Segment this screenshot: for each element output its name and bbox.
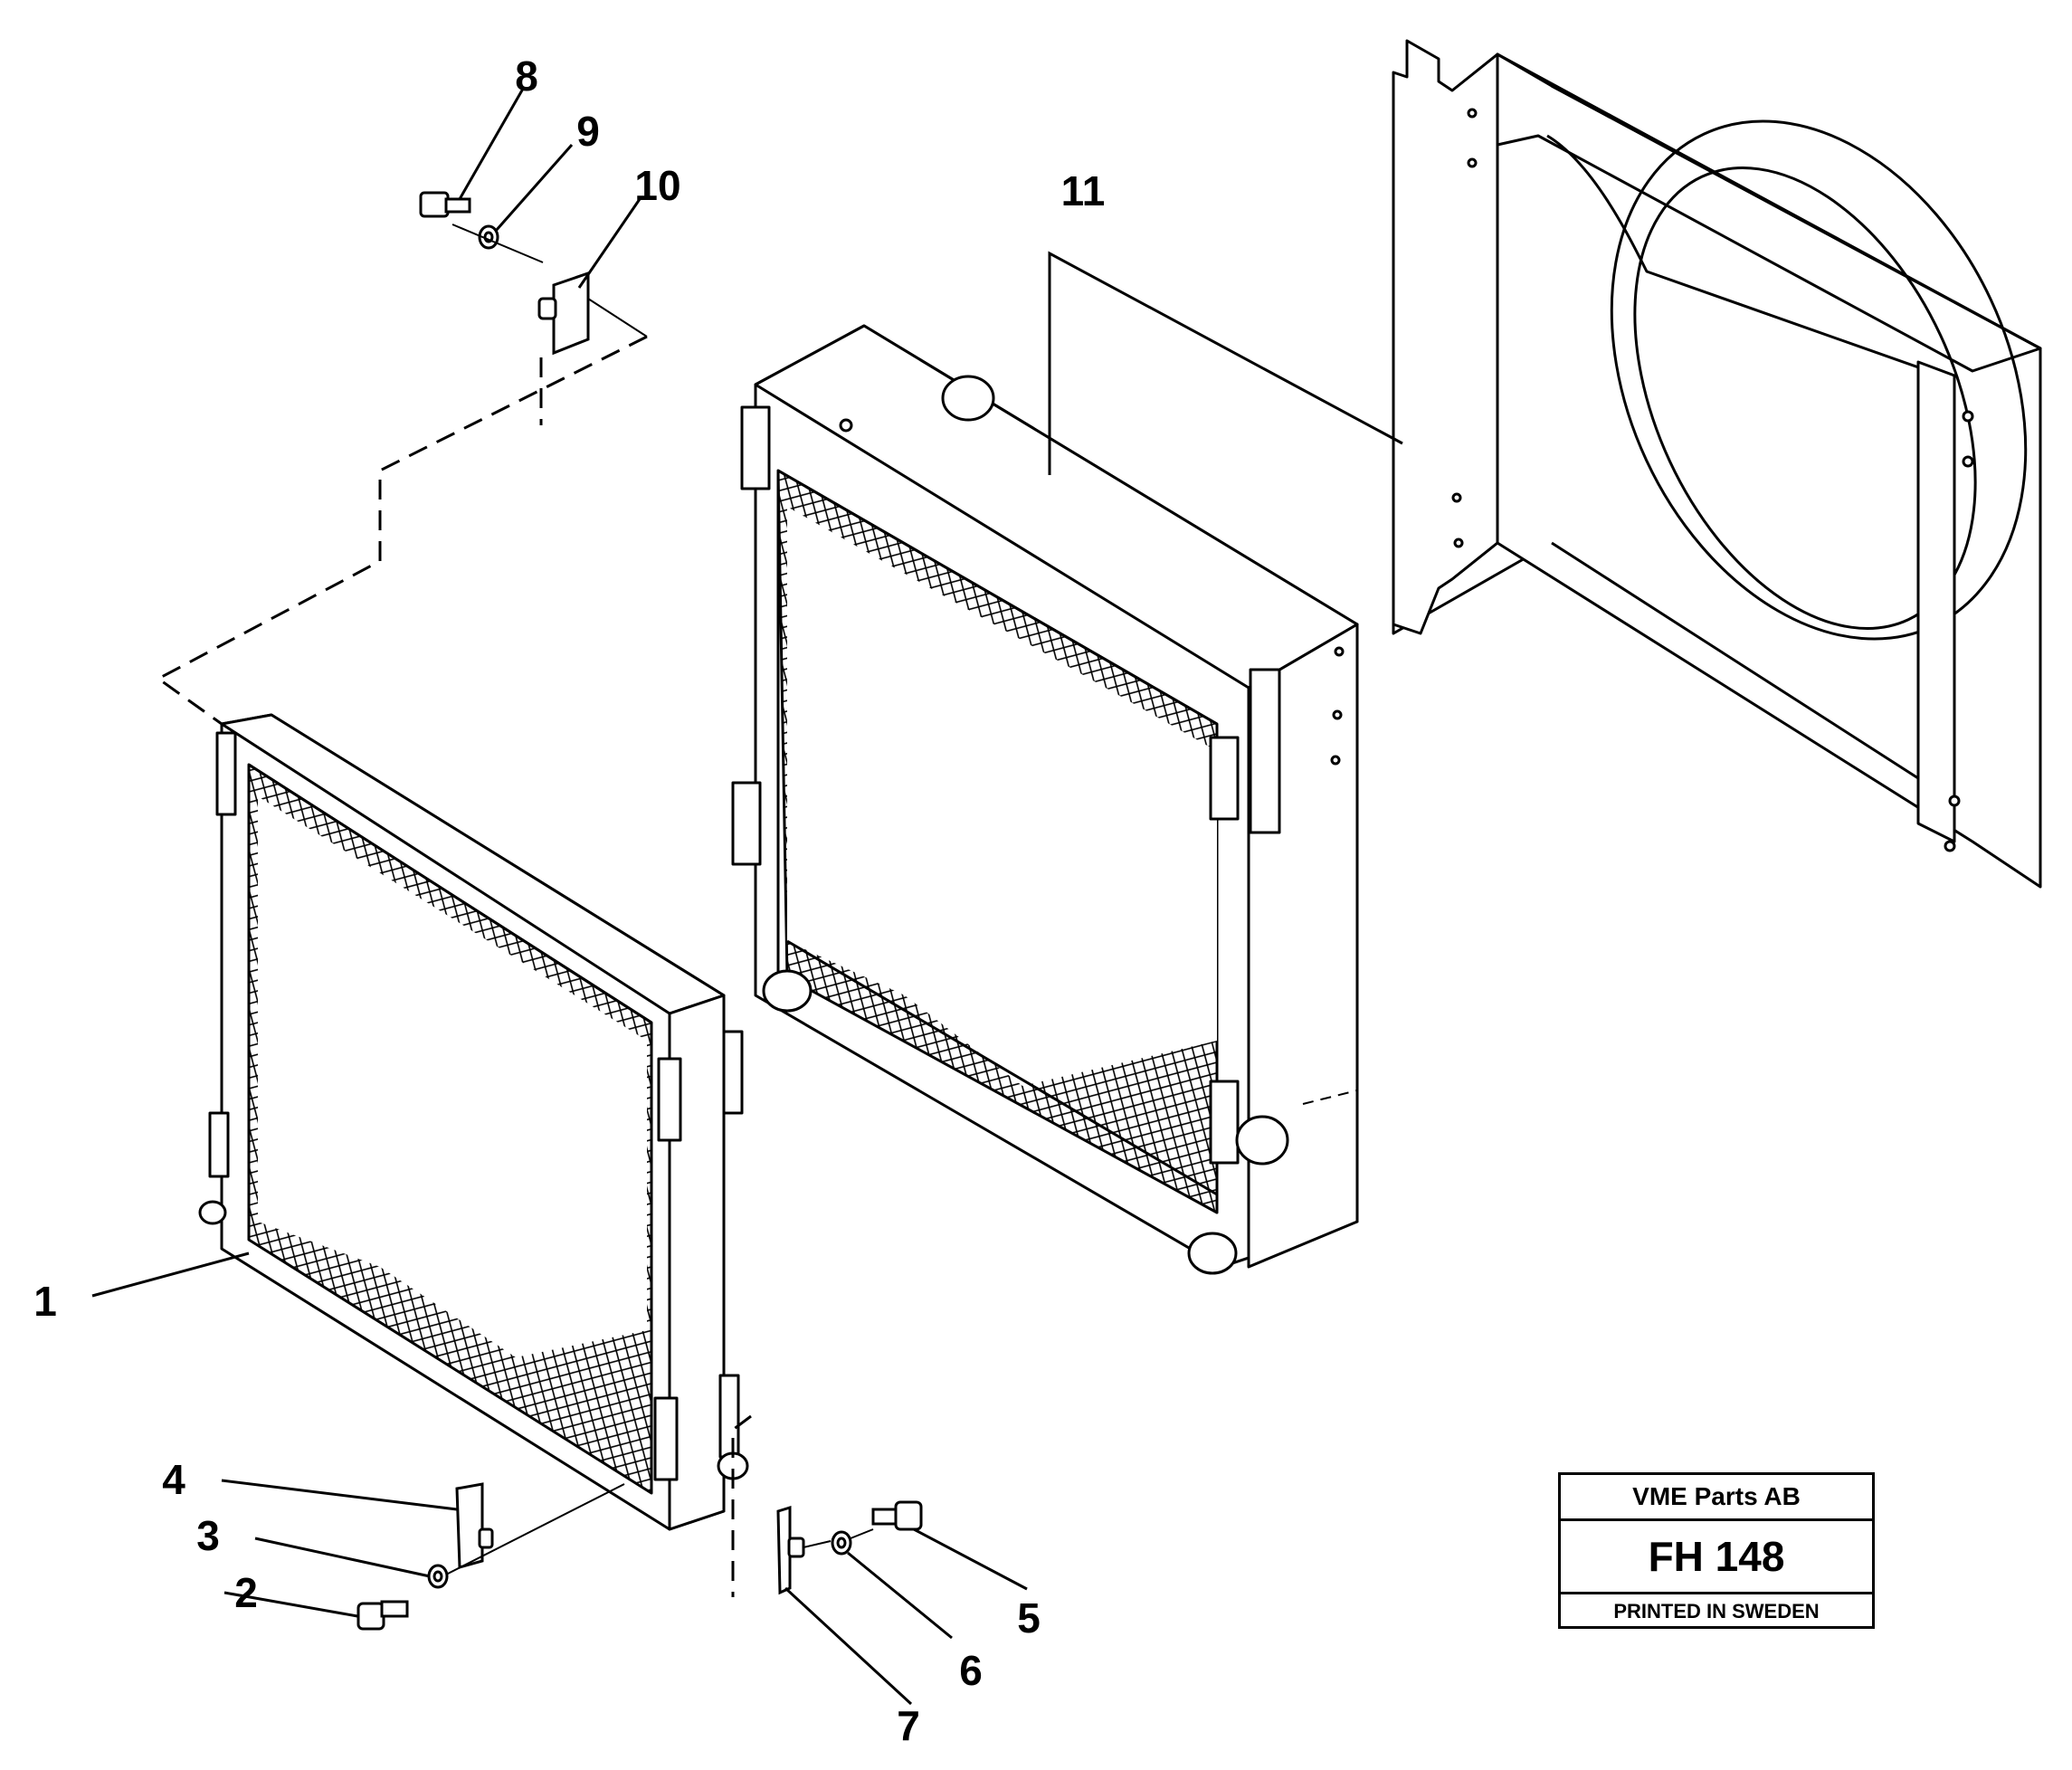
washer-upper [478, 224, 499, 250]
callout-11: 11 [1060, 167, 1106, 214]
leader-lines [91, 88, 1403, 1706]
printed-note: PRINTED IN SWEDEN [1613, 1600, 1820, 1622]
callout-8: 8 [515, 52, 538, 100]
title-block: VME Parts AB FH 148 PRINTED IN SWEDEN [1558, 1472, 1875, 1629]
callout-3: 3 [196, 1512, 220, 1559]
company-name: VME Parts AB [1561, 1475, 1872, 1521]
callout-6: 6 [959, 1647, 983, 1694]
bolt-lower-left [356, 1600, 409, 1631]
assembly-dashed-lines [156, 335, 752, 1597]
bolt-upper [419, 191, 471, 218]
assembly-thin-lines [445, 224, 874, 1575]
washer-lower-right [831, 1530, 852, 1556]
callout-4: 4 [162, 1456, 185, 1503]
front-radiator [198, 713, 749, 1531]
callout-2: 2 [234, 1569, 258, 1616]
callout-7: 7 [897, 1702, 920, 1749]
callout-5: 5 [1017, 1594, 1041, 1642]
callout-10: 10 [634, 162, 681, 209]
rear-radiator [731, 324, 1359, 1275]
fan-shroud [1392, 39, 2042, 889]
callout-9: 9 [576, 108, 600, 155]
bracket-upper [537, 271, 590, 356]
bracket-lower-left [455, 1482, 494, 1569]
washer-lower-left [427, 1564, 449, 1589]
bracket-lower-right [776, 1505, 805, 1595]
callout-1: 1 [33, 1278, 57, 1325]
diagram-code: FH 148 [1561, 1521, 1872, 1594]
bolt-lower-right [871, 1500, 923, 1531]
